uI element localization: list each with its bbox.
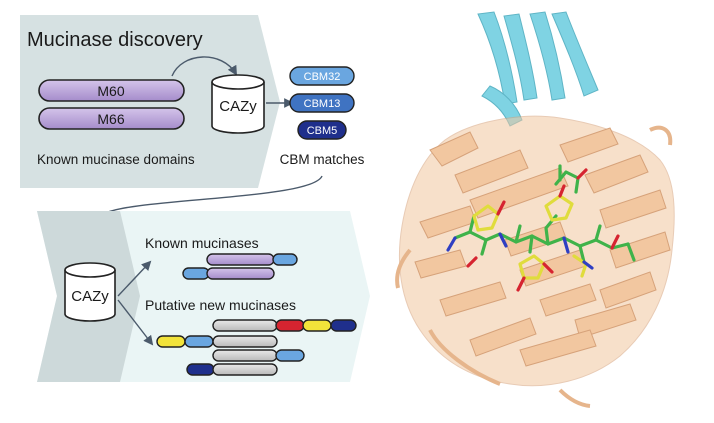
cbm13-chip: CBM13 [289,93,355,113]
cbm32-chip: CBM32 [289,66,355,86]
domain-m60-label: M60 [97,83,124,99]
panel-top-title: Mucinase discovery [27,29,203,51]
putative-mucinase-3 [212,349,305,362]
panel-mucinase-search: CAZy Known mucinases Putative new mucina… [37,211,370,382]
domain-m66: M66 [38,107,185,130]
arrow-to-known [117,260,152,297]
domain-m60: M60 [38,79,185,102]
protein-beta-sandwich [395,115,675,408]
cbm5-chip: CBM5 [297,120,347,140]
cbm-matches-caption: CBM matches [280,152,365,167]
domain-m66-label: M66 [97,111,124,127]
cazy-label-top: CAZy [219,98,257,115]
putative-mucinase-1 [212,319,357,332]
protein-cyan-strands [477,11,599,127]
putative-mucinase-2 [156,335,278,348]
cbm5-label: CBM5 [307,125,338,137]
arrow-to-putative [117,299,154,346]
cbm32-label: CBM32 [304,71,341,83]
known-mucinase-2 [182,267,275,280]
protein-structure-image [395,11,675,408]
putative-mucinase-4 [186,363,278,376]
arrow-domains-to-cazy [171,56,237,77]
cazy-label-bottom: CAZy [71,288,109,305]
known-domains-caption: Known mucinase domains [37,152,195,167]
panel-mucinase-discovery: Mucinase discovery M60 M66 Known mucinas… [20,15,365,188]
known-mucinase-1 [206,253,298,266]
cbm13-label: CBM13 [304,98,341,110]
known-mucinases-label: Known mucinases [145,235,259,251]
putative-mucinases-label: Putative new mucinases [145,297,296,313]
glycopeptide-ligand [446,164,636,292]
cazy-database-icon-bottom [64,262,116,322]
cazy-database-icon [211,74,265,134]
